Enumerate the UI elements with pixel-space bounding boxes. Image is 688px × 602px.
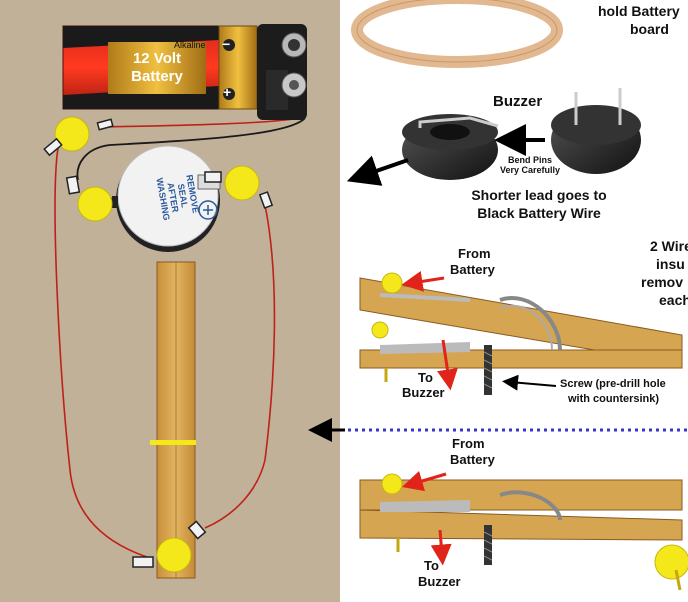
arrow-icon xyxy=(401,470,447,492)
thumbtack-icon xyxy=(54,116,260,573)
wires-note-line2: insu xyxy=(656,256,685,272)
piezo-buzzer-icon xyxy=(112,145,221,252)
to-buzzer-top-line2: Buzzer xyxy=(402,385,445,400)
screw-icon xyxy=(483,345,493,395)
shorter-lead-line1: Shorter lead goes to xyxy=(471,187,607,203)
wires-note-line3: remov xyxy=(641,274,684,290)
clothespin-icon xyxy=(150,261,196,579)
clothespin-icon xyxy=(359,272,683,382)
arrow-icon xyxy=(502,374,557,391)
battery-9v-icon xyxy=(62,25,258,110)
buzzer-title: Buzzer xyxy=(493,93,543,110)
to-buzzer-bottom-line2: Buzzer xyxy=(418,574,461,589)
arrow-icon xyxy=(401,271,445,292)
shorter-lead-line2: Black Battery Wire xyxy=(477,205,601,221)
arrow-icon xyxy=(437,339,458,391)
clothespin-icon xyxy=(359,473,683,552)
red-wire xyxy=(54,117,301,559)
bend-pins-line1: Bend Pins xyxy=(507,155,552,165)
screw-icon xyxy=(483,525,493,565)
battery-snap-icon xyxy=(257,24,307,120)
rubber-band-note-line2: board xyxy=(630,21,669,37)
from-battery-top-line1: From xyxy=(458,246,491,261)
to-buzzer-bottom-line1: To xyxy=(424,558,439,573)
to-buzzer-top-line1: To xyxy=(418,370,433,385)
screw-note-line1: Screw (pre-drill hole xyxy=(560,378,666,390)
piezo-buzzer-icon xyxy=(402,88,641,180)
rubber-band-note-line1: hold Battery xyxy=(598,3,680,19)
arrow-icon xyxy=(346,155,409,186)
wires-note-line1: 2 Wire xyxy=(650,238,688,254)
wire-terminal-tabs xyxy=(43,118,274,568)
wires-note-line4: each xyxy=(659,292,688,308)
from-battery-bottom-line1: From xyxy=(452,436,485,451)
battery-brand: Alkaline xyxy=(174,40,206,50)
arrow-icon xyxy=(430,529,452,566)
bend-pins-line2: Very Carefully xyxy=(500,165,561,175)
rubber-band-icon xyxy=(351,0,563,68)
battery-minus-label: − xyxy=(222,36,231,52)
screw-note-line2: with countersink) xyxy=(568,393,660,405)
battery-title-line1: 12 Volt xyxy=(132,50,182,67)
battery-title-line2: Battery xyxy=(131,68,183,85)
from-battery-top-line2: Battery xyxy=(450,262,495,277)
thumbtack-icon xyxy=(654,544,688,580)
from-battery-bottom-line2: Battery xyxy=(450,452,495,467)
battery-plus-label: + xyxy=(223,84,232,100)
